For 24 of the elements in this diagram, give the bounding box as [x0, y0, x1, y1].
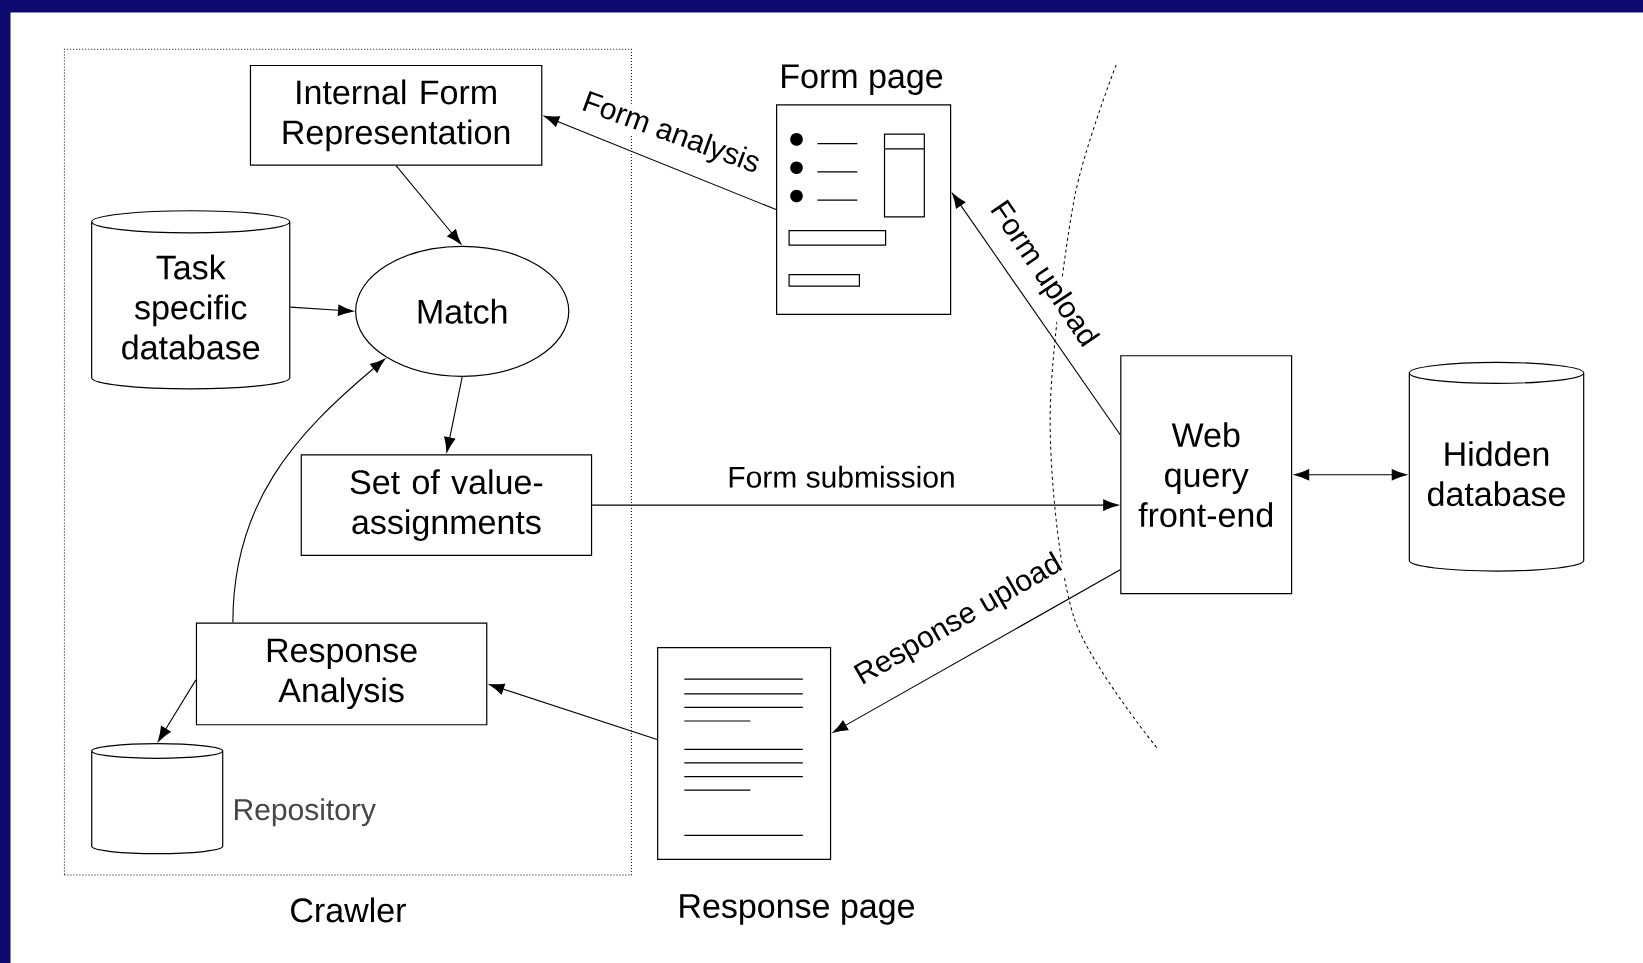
database-label: Repository [235, 798, 376, 827]
arrow [544, 115, 777, 211]
process-box: Internal Form Representation [249, 64, 543, 166]
arrow [444, 376, 463, 453]
process-box: Response Analysis [195, 622, 488, 726]
arrow [952, 193, 1121, 436]
edge-label: Form analysis [576, 87, 765, 181]
page-title: Form page [782, 64, 943, 95]
process-box: Set of value-assignments [300, 454, 593, 556]
arrow [289, 304, 354, 316]
arrow [489, 683, 658, 741]
database-cylinder [91, 743, 224, 855]
database-cylinder: Hidden database [1408, 361, 1585, 572]
frame-title: Crawler [291, 897, 406, 923]
edge-label: Form submission [726, 464, 957, 489]
arrow [1294, 469, 1407, 481]
arrow [395, 165, 462, 245]
arrow [157, 679, 197, 742]
process-box: Web query front-end [1120, 355, 1293, 595]
arrow [232, 358, 386, 623]
arrow [591, 499, 1119, 511]
database-cylinder: Task specific database [91, 210, 291, 390]
page-title: Response page [680, 894, 914, 925]
arrow [832, 569, 1121, 733]
